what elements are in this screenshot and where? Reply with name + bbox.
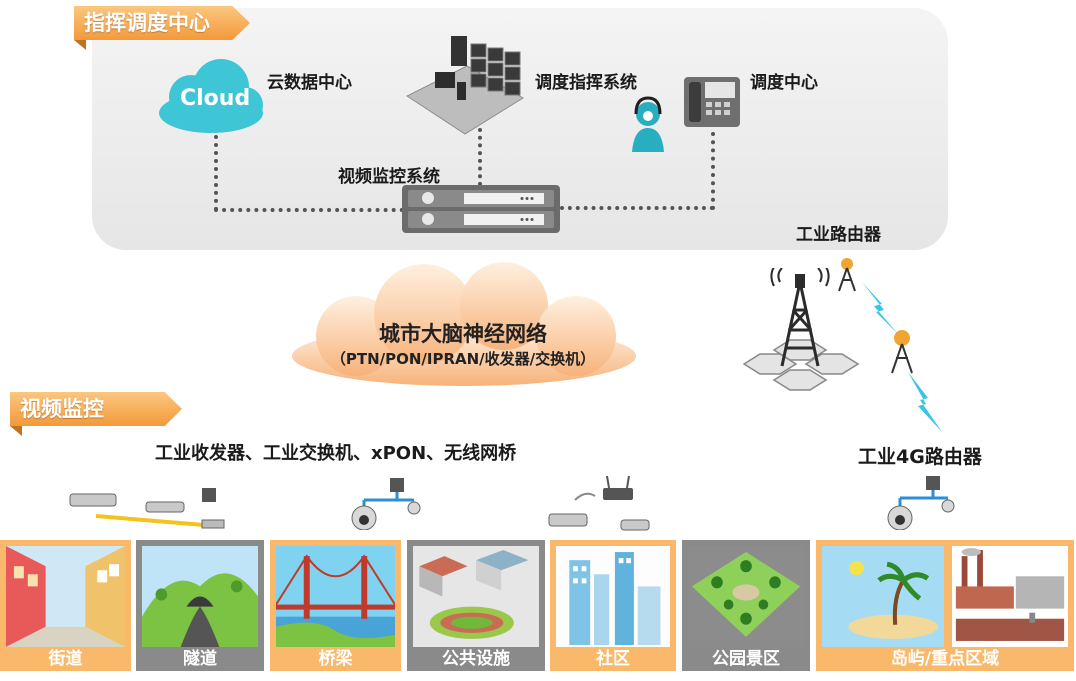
dome-camera-switch-icon (351, 478, 421, 530)
scene-label-bridge: 桥梁 (318, 649, 353, 669)
tag-fold-decoration (74, 40, 86, 50)
key-area-factory-image (952, 546, 1068, 647)
headset-operator-icon (632, 96, 664, 152)
video-server-icon (402, 185, 560, 233)
scene-label-community: 社区 (596, 649, 630, 669)
scene-label-street: 街道 (48, 649, 83, 669)
video-system-label: 视频监控系统 (338, 167, 440, 187)
scene-label-public-facilities: 公共设施 (442, 649, 510, 669)
street-image (6, 546, 125, 647)
industrial-router-label: 工业路由器 (796, 225, 881, 245)
tag-fold-decoration-2 (10, 426, 22, 436)
cell-tower-icon (742, 268, 860, 391)
link-cloud-horizontal (214, 208, 404, 212)
scene-label-park: 公园景区 (712, 649, 780, 669)
park-image (688, 546, 804, 647)
scene-tile-island-key-area[interactable]: 岛屿/重点区域 (816, 540, 1074, 671)
scene-tile-community[interactable]: 社区 (550, 540, 676, 671)
scene-tile-street[interactable]: 街道 (0, 540, 131, 671)
router-4g-antenna-icon (891, 330, 913, 374)
wireless-signal-4g-icon (908, 372, 942, 432)
wireless-bridge-cameras-icon (548, 475, 650, 531)
network-cloud-shape (292, 262, 636, 386)
scene-label-island-key-area: 岛屿/重点区域 (890, 649, 1000, 669)
dispatch-center-label: 调度中心 (750, 73, 818, 93)
devices-label: 工业收发器、工业交换机、xPON、无线网桥 (155, 443, 517, 464)
monitor-wall-icon (405, 36, 524, 135)
scene-tile-bridge[interactable]: 桥梁 (270, 540, 401, 671)
industrial-4g-router-label: 工业4G路由器 (858, 446, 982, 468)
link-dispatch-vertical (478, 128, 482, 186)
video-monitor-tag: 视频监控 (10, 392, 182, 426)
dispatch-system-label: 调度指挥系统 (535, 73, 637, 93)
tunnel-image (142, 546, 258, 647)
scene-label-tunnel: 隧道 (183, 649, 217, 669)
cloud-icon (159, 59, 263, 133)
island-image (822, 546, 944, 647)
network-subtitle: （PTN/PON/IPRAN/收发器/交换机） (330, 350, 596, 368)
phone-icon (684, 77, 740, 127)
public-facilities-image (413, 546, 539, 647)
command-center-tag: 指挥调度中心 (74, 6, 250, 40)
scene-tile-public-facilities[interactable]: 公共设施 (407, 540, 545, 671)
cloud-data-center-label: 云数据中心 (267, 73, 352, 93)
link-phone-vertical (711, 132, 715, 210)
bullet-cameras-fiber-icon (69, 488, 225, 529)
link-cloud-vertical (214, 135, 218, 211)
wireless-signal-icon (862, 282, 898, 334)
link-phone-horizontal (560, 206, 714, 210)
scene-tile-park[interactable]: 公园景区 (682, 540, 810, 671)
community-image (556, 546, 670, 647)
dome-camera-4g-icon (887, 476, 955, 530)
router-antenna-icon (838, 258, 856, 292)
cloud-text: Cloud (180, 86, 251, 111)
network-title: 城市大脑神经网络 (379, 322, 547, 346)
scene-tile-tunnel[interactable]: 隧道 (136, 540, 264, 671)
bridge-image (276, 546, 395, 647)
